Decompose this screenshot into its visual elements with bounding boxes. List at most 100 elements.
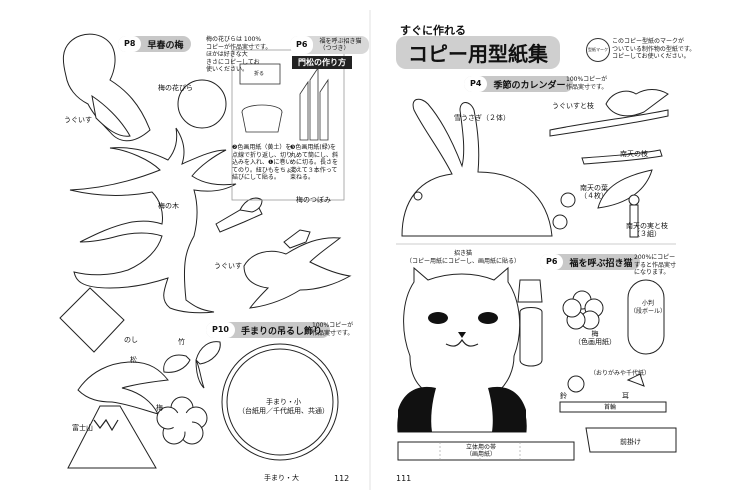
fuji-shape (67, 405, 157, 469)
band-shape (397, 441, 575, 461)
mark-note: このコピー型紙のマークが ついている制作物の型紙です。 コピーしてお使いください… (612, 38, 696, 60)
label-noshi: のし (124, 336, 138, 344)
p4-note: 100%コピーが 作品実寸です。 (566, 76, 608, 91)
label-tree: 梅の木 (158, 202, 179, 210)
bamboo-tube-1 (299, 80, 309, 141)
label-band: 立体用の帯 （画用紙） (466, 444, 497, 458)
kicker-text: すぐに作れる (400, 24, 466, 37)
label-plum: 梅 (156, 404, 163, 412)
bird-shape (62, 33, 151, 142)
label-petal: 梅の花びら (158, 84, 193, 92)
bell-shape (567, 375, 585, 393)
label-plum-right: 梅 （色画用紙） (574, 330, 616, 346)
label-ear: 耳 (622, 392, 629, 400)
label-pine: 松 (130, 356, 137, 364)
rabbit-eye (413, 191, 423, 201)
label-collar: 首輪 (604, 404, 617, 411)
section-title: 手まりの吊るし飾り (241, 326, 323, 337)
label-nanten-branch: 南天の枝 (620, 150, 648, 158)
plum-flower-shape (156, 396, 208, 445)
pot-body (241, 111, 283, 133)
label-bell: 鈴 (560, 392, 567, 400)
neko-eye-left (428, 312, 448, 324)
section-header-p6-right: P6 福を呼ぶ招き猫 (540, 254, 641, 270)
koban-shape (627, 279, 665, 355)
snow-rabbit-shape (401, 98, 553, 237)
section-title: 季節のカレンダー (493, 80, 566, 91)
label-bib: 前掛け (620, 438, 641, 446)
page-number-left: 112 (334, 474, 350, 483)
label-fuji: 富士山 (72, 424, 93, 432)
plum-shape-right (562, 290, 604, 330)
bamboo-tube-2 (309, 66, 319, 141)
section-header-p4: P4 季節のカレンダー (464, 76, 574, 92)
berry-2 (552, 214, 568, 230)
page-ref: P4 (464, 76, 488, 92)
fuji-snow (93, 418, 119, 432)
section-title: 福を呼ぶ招き猫 （つづき） (319, 38, 362, 52)
page-ref: P6 (540, 254, 564, 270)
uguisu-branch (549, 109, 669, 137)
label-bird2: うぐいす (214, 262, 242, 270)
pine-shape (77, 361, 169, 415)
p8-note: 梅の花びらは 100% コピーが作品実寸です。 ほかは好きな大 きさにコピーして… (206, 36, 272, 73)
berry-1 (560, 192, 576, 208)
section-title: 福を呼ぶ招き猫 (569, 258, 633, 269)
copy-mark-icon: 型紙マーク (586, 38, 610, 62)
page-ref: P8 (118, 36, 142, 52)
label-rabbit: 雪うさぎ（２体） (454, 114, 510, 122)
label-nanten-berry: 南天の実と枝 （３組） (626, 222, 668, 238)
page-ref: P6 (290, 36, 314, 54)
page-number-right: 111 (396, 474, 412, 483)
section-header-p6-left: P6 福を呼ぶ招き猫 （つづき） (290, 36, 370, 54)
kadomatsu-step2: ❷色画用紙（黄土）を 点線で折り返し、切り 込みを入れ、❶に巻い てのり。紐ひも… (232, 144, 298, 181)
main-title: コピー用型紙集 (396, 36, 560, 69)
fold-label: 折る (254, 71, 265, 77)
plum-petal-circle (177, 79, 227, 129)
label-maneki-neko: 招き猫 （コピー用紙にコピーし、画用紙に貼る） (406, 250, 521, 265)
bamboo-leaf-3 (195, 359, 205, 389)
label-bird: うぐいす (64, 116, 92, 124)
section-header-p8: P8 早春の梅 (118, 36, 192, 52)
neko-paw (517, 279, 543, 303)
temari-small-circle (226, 348, 334, 456)
neko-arm-raised (519, 307, 543, 367)
label-uguisu: うぐいすと枝 (552, 102, 594, 110)
plum-tree-shape (69, 127, 237, 314)
bird-wing (91, 94, 131, 137)
label-bud: 梅のつぼみ (296, 196, 331, 204)
nanten-leaf (597, 169, 653, 209)
bib-shape (585, 427, 677, 453)
kadomatsu-box (231, 49, 345, 201)
neko-nose (458, 332, 466, 338)
neko-arm-right (488, 386, 526, 432)
noshi-shape (59, 287, 125, 353)
berry-stick (629, 204, 639, 238)
p6-note: 200%にコピー すると作品実寸 になります。 (634, 254, 677, 276)
bamboo-leaf-1 (163, 354, 191, 373)
label-temari-large: 手まり・大 (264, 474, 299, 482)
berry-stick-top (628, 194, 640, 206)
section-header-p10: P10 手まりの吊るし飾り (206, 322, 331, 338)
ear-shape (626, 373, 645, 387)
bamboo-tube-3 (319, 78, 329, 141)
section-title: 早春の梅 (147, 40, 184, 51)
label-koban: 小判 （段ボール） (630, 300, 667, 315)
neko-arm-left (398, 386, 436, 432)
nanten-branch (581, 149, 663, 165)
bird2-shape (243, 237, 352, 309)
label-origami: （おりがみや千代紙） (590, 370, 651, 377)
label-bamboo: 竹 (178, 338, 185, 346)
p10-note: 100%コピーが 作品実寸です。 (312, 322, 354, 337)
neko-mouth (445, 338, 479, 347)
label-temari-small: 手まり・小 （台紙用／千代紙用、共通） (238, 398, 329, 415)
kadomatsu-heading: 門松の作り方 (292, 56, 352, 69)
kadomatsu-step3: ❸色画用紙(緑)を 丸めて筒にし、斜 めに切る。長さを 変えて３本作って 束ねる… (290, 144, 339, 181)
collar-shape (559, 401, 667, 413)
neko-eye-right (478, 312, 498, 324)
plum-bud-3 (283, 229, 311, 249)
fold-paper (239, 63, 281, 85)
uguisu-bird (605, 89, 669, 117)
